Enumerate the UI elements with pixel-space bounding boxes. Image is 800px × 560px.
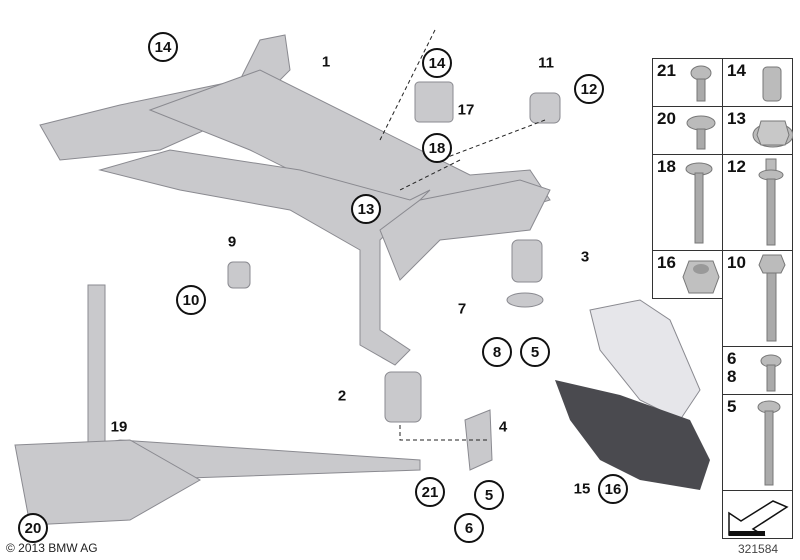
sleeve-nut-icon	[762, 66, 782, 102]
callout-13: 13	[351, 194, 381, 224]
callout-2: 2	[337, 387, 347, 405]
bushing-2	[384, 371, 422, 423]
callout-17: 17	[457, 101, 475, 119]
parts-cell-13: 13	[722, 106, 793, 155]
bushing-3	[511, 239, 543, 283]
direction-arrow-cell	[722, 490, 793, 539]
callout-5: 5	[520, 337, 550, 367]
part-number: 5	[727, 397, 737, 416]
part-number: 14	[727, 61, 746, 80]
part-number: 16	[657, 253, 676, 272]
callout-9: 9	[227, 233, 237, 251]
torx-bolt-icon	[690, 65, 712, 102]
parts-cell-16: 16	[652, 250, 723, 299]
callout-21: 21	[415, 477, 445, 507]
part-number: 21	[657, 61, 676, 80]
callout-14: 14	[422, 48, 452, 78]
part-number: 12	[727, 157, 746, 176]
flange-bolt-icon	[760, 354, 782, 392]
rubber-mount-17	[414, 81, 454, 123]
control-arm	[589, 299, 701, 421]
subframe-rear-beam	[98, 149, 431, 366]
callout-11: 11	[538, 54, 554, 72]
callout-19: 19	[110, 418, 128, 436]
part-number: 18	[657, 157, 676, 176]
hex-nut-icon	[752, 120, 793, 148]
parts-cell-10: 10	[722, 250, 793, 347]
callout-8: 8	[482, 337, 512, 367]
callout-7: 7	[457, 300, 467, 318]
copyright: © 2013 BMW AG	[6, 541, 98, 555]
washer-5	[506, 292, 544, 308]
hex-nut-icon	[682, 260, 720, 294]
part-number: 10	[727, 253, 746, 272]
part-number: 20	[657, 109, 676, 128]
threaded-bolt-icon	[758, 254, 786, 342]
callout-15: 15	[573, 480, 591, 498]
parts-cell-21: 21	[652, 58, 723, 107]
callout-16: 16	[598, 474, 628, 504]
callout-6: 6	[454, 513, 484, 543]
flange-bolt-icon	[686, 115, 716, 150]
hex-bolt-icon	[758, 158, 784, 246]
long-flange-bolt-icon	[757, 400, 781, 486]
callout-18: 18	[422, 133, 452, 163]
parts-cell-6-8: 6 8	[722, 346, 793, 395]
bushing-11	[529, 92, 561, 124]
callout-4: 4	[498, 418, 508, 436]
diagram-number: 321584	[738, 542, 779, 556]
direction-arrow-icon	[728, 500, 789, 536]
subframe-right-arm	[379, 179, 551, 281]
parts-cell-12: 12	[722, 154, 793, 251]
callout-10: 10	[176, 285, 206, 315]
callout-14: 14	[148, 32, 178, 62]
callout-5: 5	[474, 480, 504, 510]
long-bolt-icon	[685, 162, 713, 244]
part-number: 13	[727, 109, 746, 128]
callout-3: 3	[580, 248, 590, 266]
parts-cell-5: 5	[722, 394, 793, 491]
callout-12: 12	[574, 74, 604, 104]
parts-cell-20: 20	[652, 106, 723, 155]
plate-20	[14, 439, 202, 526]
underbody-shield-15	[555, 380, 710, 490]
part-number: 6 8	[727, 349, 737, 386]
callout-20: 20	[18, 513, 48, 543]
parts-cell-18: 18	[652, 154, 723, 251]
parts-cell-14: 14	[722, 58, 793, 107]
bushing-9-10	[227, 261, 251, 289]
callout-1: 1	[321, 53, 331, 71]
subframe-left-arm	[39, 34, 291, 161]
